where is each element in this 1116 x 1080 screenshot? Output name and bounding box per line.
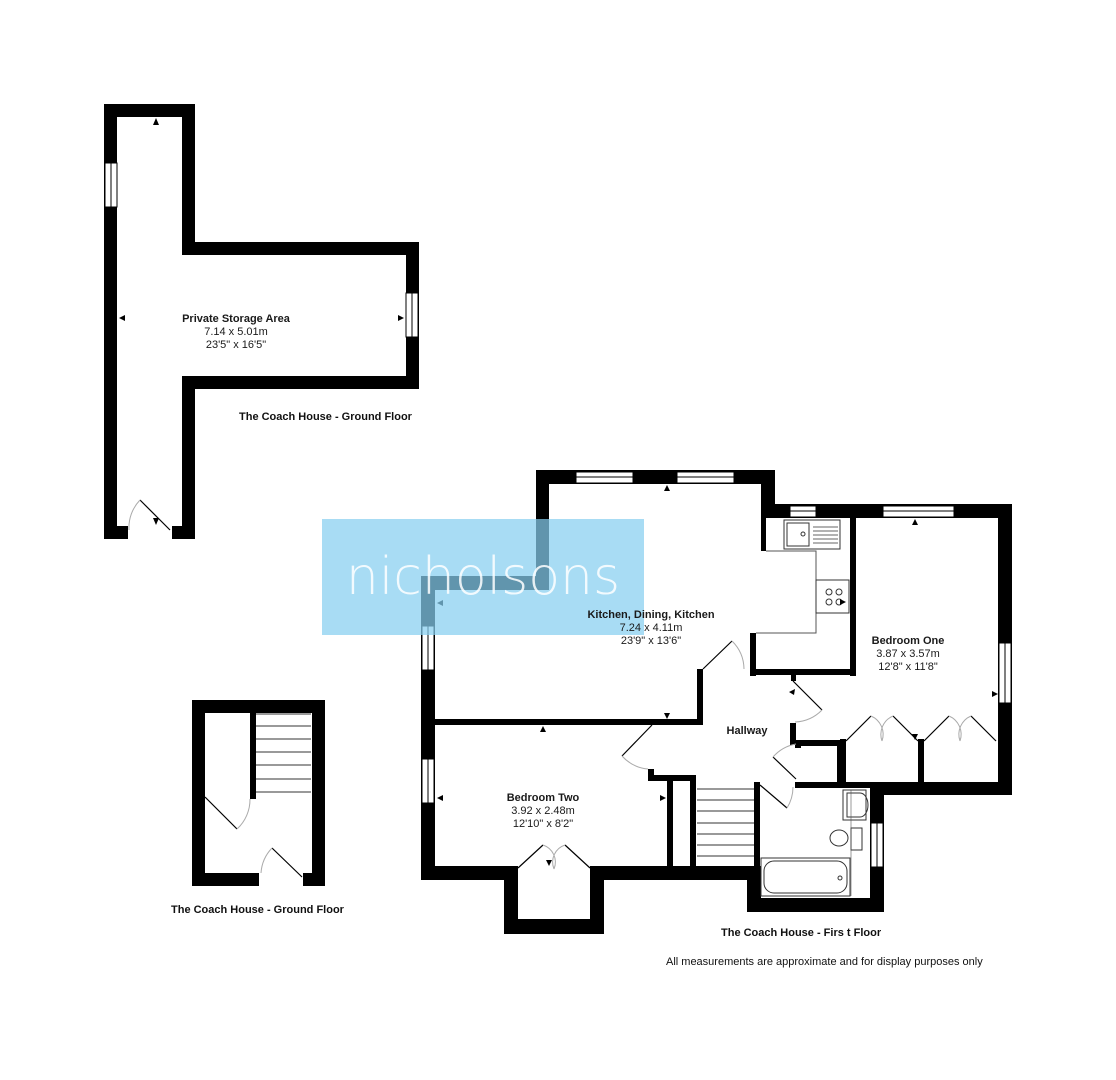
entrance-walls [192, 700, 325, 886]
room-name: Hallway [726, 725, 768, 737]
caption-ground-floor-entrance: The Coach House - Ground Floor [171, 904, 344, 916]
room-name: Kitchen, Dining, Kitchen [587, 609, 715, 621]
room-imperial: 23'5" x 16'5" [205, 339, 267, 351]
nicholsons-watermark: nicholsons [322, 519, 644, 635]
room-imperial: 12'10" x 8'2" [512, 818, 574, 830]
room-label-bedroom-one: Bedroom One 3.87 x 3.57m 12'8" x 11'8" [858, 635, 958, 674]
room-label-kitchen: Kitchen, Dining, Kitchen 7.24 x 4.11m 23… [561, 609, 741, 648]
storage-area-walls [104, 104, 419, 539]
room-label-bedroom-two: Bedroom Two 3.92 x 2.48m 12'10" x 8'2" [493, 792, 593, 831]
caption-ground-floor-storage: The Coach House - Ground Floor [239, 411, 412, 423]
room-metric: 7.14 x 5.01m [204, 326, 268, 338]
first-floor-walls [421, 470, 1012, 934]
room-label-hallway: Hallway [712, 725, 782, 738]
room-name: Private Storage Area [182, 313, 290, 325]
room-imperial: 12'8" x 11'8" [878, 661, 938, 673]
room-imperial: 23'9" x 13'6" [620, 635, 682, 647]
room-metric: 3.92 x 2.48m [511, 805, 575, 817]
measurement-disclaimer: All measurements are approximate and for… [666, 956, 983, 968]
room-label-private-storage: Private Storage Area 7.14 x 5.01m 23'5" … [146, 313, 326, 352]
caption-first-floor: The Coach House - Firs t Floor [721, 927, 882, 939]
watermark-text: nicholsons [345, 547, 621, 607]
room-metric: 3.87 x 3.57m [876, 648, 940, 660]
room-metric: 7.24 x 4.11m [619, 622, 683, 634]
room-name: Bedroom Two [506, 792, 580, 804]
room-name: Bedroom One [871, 635, 945, 647]
